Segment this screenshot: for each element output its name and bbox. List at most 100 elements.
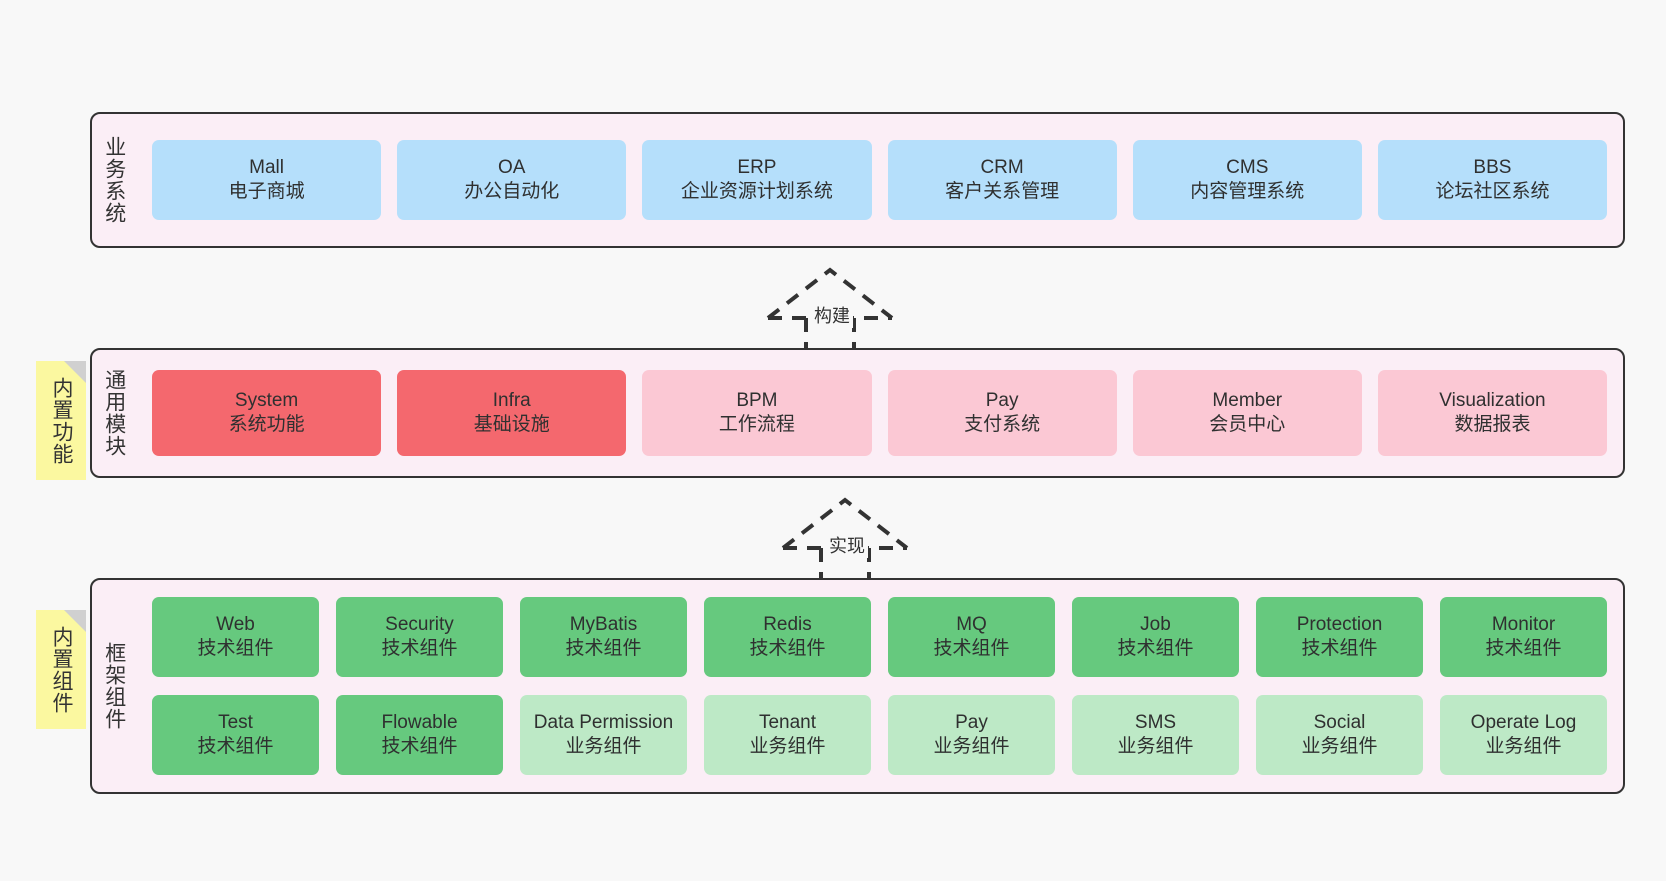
card-pay-module[interactable]: Pay 支付系统: [887, 370, 1117, 456]
layer-common-modules: 通用模块 System 系统功能 Infra 基础设施 BPM 工作流程 Pay…: [90, 348, 1625, 478]
card-bpm-name: BPM: [736, 389, 778, 411]
card-operate-log-name: Operate Log: [1470, 711, 1577, 733]
card-security-sub: 技术组件: [381, 638, 458, 659]
card-protection[interactable]: Protection 技术组件: [1256, 597, 1423, 677]
card-protection-name: Protection: [1296, 613, 1383, 635]
card-bpm-sub: 工作流程: [718, 414, 795, 435]
card-crm-name: CRM: [980, 156, 1024, 178]
framework-row-technical: Web 技术组件 Security 技术组件 MyBatis 技术组件 Redi…: [152, 597, 1607, 677]
card-flowable-name: Flowable: [381, 711, 458, 733]
card-social-name: Social: [1313, 711, 1366, 733]
card-cms[interactable]: CMS 内容管理系统: [1132, 140, 1362, 220]
card-web-sub: 技术组件: [197, 638, 274, 659]
card-bbs-sub: 论坛社区系统: [1435, 181, 1550, 202]
card-member[interactable]: Member 会员中心: [1132, 370, 1362, 456]
card-tenant[interactable]: Tenant 业务组件: [704, 695, 871, 775]
note-fold-corner-icon: [64, 610, 86, 632]
card-pay-module-name: Pay: [985, 389, 1019, 411]
card-flowable[interactable]: Flowable 技术组件: [336, 695, 503, 775]
card-job-sub: 技术组件: [1117, 638, 1194, 659]
card-system-name: System: [234, 389, 299, 411]
card-tenant-sub: 业务组件: [749, 736, 826, 757]
card-protection-sub: 技术组件: [1301, 638, 1378, 659]
card-mq[interactable]: MQ 技术组件: [888, 597, 1055, 677]
sticky-note-builtin-features-label: 内置功能: [49, 376, 73, 465]
card-mybatis-sub: 技术组件: [565, 638, 642, 659]
card-erp-sub: 企业资源计划系统: [680, 181, 833, 202]
card-mq-name: MQ: [956, 613, 987, 635]
card-data-permission-sub: 业务组件: [565, 736, 642, 757]
layer-body-framework-components: Web 技术组件 Security 技术组件 MyBatis 技术组件 Redi…: [136, 580, 1623, 792]
card-crm[interactable]: CRM 客户关系管理: [887, 140, 1117, 220]
card-mq-sub: 技术组件: [933, 638, 1010, 659]
card-infra-sub: 基础设施: [473, 414, 550, 435]
card-mall[interactable]: Mall 电子商城: [152, 140, 382, 220]
card-pay-component-name: Pay: [955, 711, 988, 733]
card-tenant-name: Tenant: [758, 711, 817, 733]
card-redis[interactable]: Redis 技术组件: [704, 597, 871, 677]
card-flowable-sub: 技术组件: [381, 736, 458, 757]
card-system-sub: 系统功能: [228, 414, 305, 435]
card-operate-log-sub: 业务组件: [1485, 736, 1562, 757]
layer-framework-components: 框架组件 Web 技术组件 Security 技术组件 MyBatis 技术组件…: [90, 578, 1625, 794]
card-social-sub: 业务组件: [1301, 736, 1378, 757]
card-test[interactable]: Test 技术组件: [152, 695, 319, 775]
card-bbs-name: BBS: [1473, 156, 1512, 178]
card-test-name: Test: [218, 711, 253, 733]
card-erp[interactable]: ERP 企业资源计划系统: [642, 140, 872, 220]
card-monitor-name: Monitor: [1491, 613, 1556, 635]
card-mall-name: Mall: [249, 156, 284, 178]
card-mybatis[interactable]: MyBatis 技术组件: [520, 597, 687, 677]
card-job[interactable]: Job 技术组件: [1072, 597, 1239, 677]
card-sms-sub: 业务组件: [1117, 736, 1194, 757]
layer-body-business-systems: Mall 电子商城 OA 办公自动化 ERP 企业资源计划系统 CRM 客户关系…: [136, 114, 1623, 246]
card-cms-sub: 内容管理系统: [1190, 181, 1305, 202]
connector-implement-label: 实现: [826, 532, 868, 558]
note-fold-corner-icon: [64, 361, 86, 383]
connector-build-label: 构建: [811, 302, 853, 328]
card-infra-name: Infra: [492, 389, 531, 411]
card-infra[interactable]: Infra 基础设施: [397, 370, 627, 456]
card-mybatis-name: MyBatis: [569, 613, 638, 635]
card-web-name: Web: [216, 613, 255, 635]
card-security-name: Security: [385, 613, 454, 635]
card-redis-name: Redis: [763, 613, 812, 635]
card-pay-component[interactable]: Pay 业务组件: [888, 695, 1055, 775]
card-security[interactable]: Security 技术组件: [336, 597, 503, 677]
card-data-permission-name: Data Permission: [533, 711, 674, 733]
card-erp-name: ERP: [737, 156, 777, 178]
card-monitor[interactable]: Monitor 技术组件: [1440, 597, 1607, 677]
card-visualization[interactable]: Visualization 数据报表: [1377, 370, 1608, 456]
card-social[interactable]: Social 业务组件: [1256, 695, 1423, 775]
sticky-note-builtin-components: 内置组件: [36, 610, 86, 729]
card-job-name: Job: [1140, 613, 1171, 635]
card-sms-name: SMS: [1134, 711, 1177, 733]
card-crm-sub: 客户关系管理: [945, 181, 1060, 202]
card-data-permission[interactable]: Data Permission 业务组件: [520, 695, 687, 775]
layer-title-common-modules: 通用模块: [102, 369, 126, 457]
card-visualization-name: Visualization: [1439, 389, 1546, 411]
card-monitor-sub: 技术组件: [1485, 638, 1562, 659]
card-member-sub: 会员中心: [1209, 414, 1286, 435]
card-redis-sub: 技术组件: [749, 638, 826, 659]
layer-business-systems: 业务系统 Mall 电子商城 OA 办公自动化 ERP 企业资源计划系统 CRM…: [90, 112, 1625, 248]
layer-body-common-modules: System 系统功能 Infra 基础设施 BPM 工作流程 Pay 支付系统…: [136, 350, 1623, 476]
card-member-name: Member: [1212, 389, 1283, 411]
connector-build: 构建: [760, 262, 900, 350]
card-bpm[interactable]: BPM 工作流程: [642, 370, 872, 456]
card-sms[interactable]: SMS 业务组件: [1072, 695, 1239, 775]
card-bbs[interactable]: BBS 论坛社区系统: [1377, 140, 1608, 220]
connector-implement: 实现: [775, 492, 915, 580]
sticky-note-builtin-components-label: 内置组件: [49, 625, 73, 714]
layer-title-framework-components: 框架组件: [102, 642, 126, 730]
card-operate-log[interactable]: Operate Log 业务组件: [1440, 695, 1607, 775]
card-oa[interactable]: OA 办公自动化: [397, 140, 627, 220]
card-system[interactable]: System 系统功能: [152, 370, 382, 456]
card-pay-component-sub: 业务组件: [933, 736, 1010, 757]
card-web[interactable]: Web 技术组件: [152, 597, 319, 677]
card-cms-name: CMS: [1226, 156, 1269, 178]
card-test-sub: 技术组件: [197, 736, 274, 757]
framework-row-business: Test 技术组件 Flowable 技术组件 Data Permission …: [152, 695, 1607, 775]
layer-title-business-systems: 业务系统: [102, 136, 126, 224]
